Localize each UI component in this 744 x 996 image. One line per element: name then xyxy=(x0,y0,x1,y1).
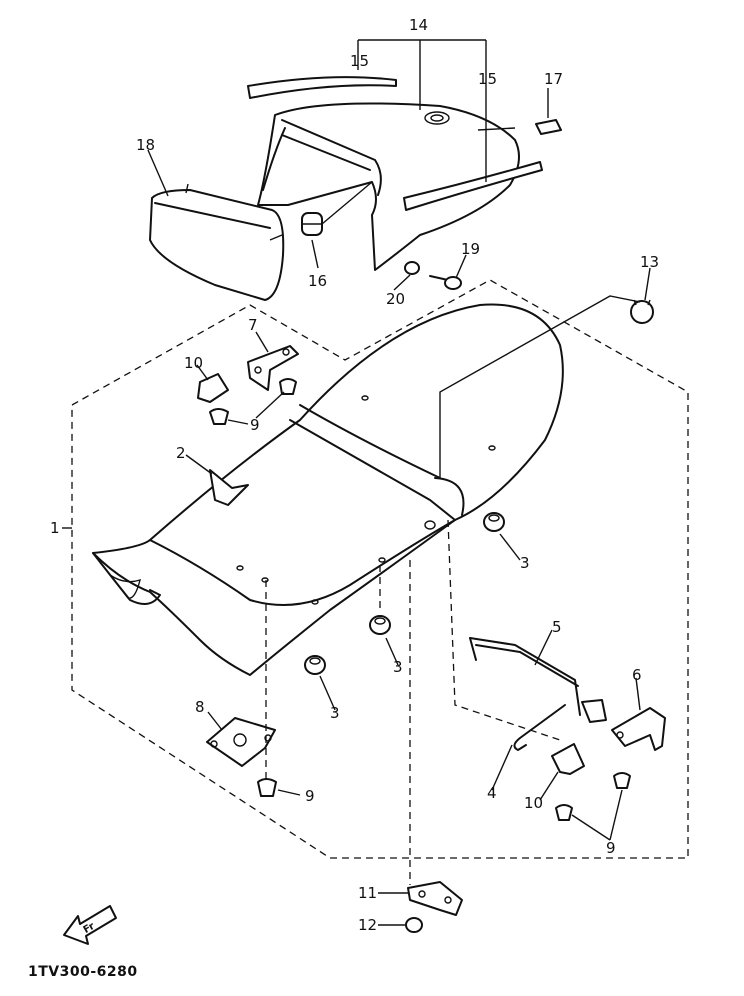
tail-light xyxy=(149,183,285,301)
callout-3: 3 xyxy=(520,554,530,572)
callout-2: 2 xyxy=(176,444,186,462)
bracket-7 xyxy=(247,345,299,391)
cap-nut xyxy=(439,295,654,478)
svg-text:Fr: Fr xyxy=(82,921,97,936)
callout-4: 4 xyxy=(487,784,497,802)
seat-lock xyxy=(407,881,463,916)
callout-20: 20 xyxy=(386,290,405,308)
spring xyxy=(513,704,566,751)
callout-3: 3 xyxy=(330,704,340,722)
callout-9: 9 xyxy=(606,839,616,857)
cowl-cushion xyxy=(535,119,562,135)
callout-13: 13 xyxy=(640,253,659,271)
catalog-code: 1TV300-6280 xyxy=(28,964,138,980)
callout-9: 9 xyxy=(305,787,315,805)
guide-line xyxy=(447,519,561,741)
grommet-9c xyxy=(257,778,277,797)
grommet-9e xyxy=(555,804,573,821)
bracket-6 xyxy=(611,707,666,751)
callout-18: 18 xyxy=(136,136,155,154)
callout-16: 16 xyxy=(308,272,327,290)
callout-7: 7 xyxy=(248,316,258,334)
callout-5: 5 xyxy=(552,618,562,636)
nut-bolt xyxy=(404,261,462,290)
callout-8: 8 xyxy=(195,698,205,716)
callout-19: 19 xyxy=(461,240,480,258)
leader-lines xyxy=(62,39,651,926)
damper-3a xyxy=(483,512,505,532)
callout-1: 1 xyxy=(50,519,60,537)
callout-6: 6 xyxy=(632,666,642,684)
callout-15: 15 xyxy=(350,52,369,70)
callout-9: 9 xyxy=(250,416,260,434)
cowl-stripe-upper xyxy=(247,76,397,99)
callout-10: 10 xyxy=(524,794,543,812)
seat xyxy=(92,303,564,676)
bracket-8 xyxy=(206,717,276,767)
damper-3c xyxy=(304,655,326,675)
lock-rod xyxy=(469,637,607,723)
callout-15: 15 xyxy=(478,70,497,88)
callout-12: 12 xyxy=(358,916,377,934)
callout-11: 11 xyxy=(358,884,377,902)
bracket-10-lower xyxy=(551,743,585,775)
callout-3: 3 xyxy=(393,658,403,676)
bracket-10-upper xyxy=(197,373,229,403)
grommet-9d xyxy=(613,772,631,789)
assembly-boundary xyxy=(71,279,689,859)
lock-nut xyxy=(405,917,423,933)
cowl-stripe-side xyxy=(403,161,543,211)
seat-tab xyxy=(209,469,249,506)
grommet xyxy=(301,181,373,236)
callout-17: 17 xyxy=(544,70,563,88)
callout-14: 14 xyxy=(409,16,428,34)
front-direction-arrow-icon: Fr xyxy=(63,905,117,945)
grommet-9b xyxy=(279,378,297,395)
callout-10: 10 xyxy=(184,354,203,372)
grommet-9a xyxy=(209,408,229,425)
damper-3b xyxy=(369,615,391,635)
